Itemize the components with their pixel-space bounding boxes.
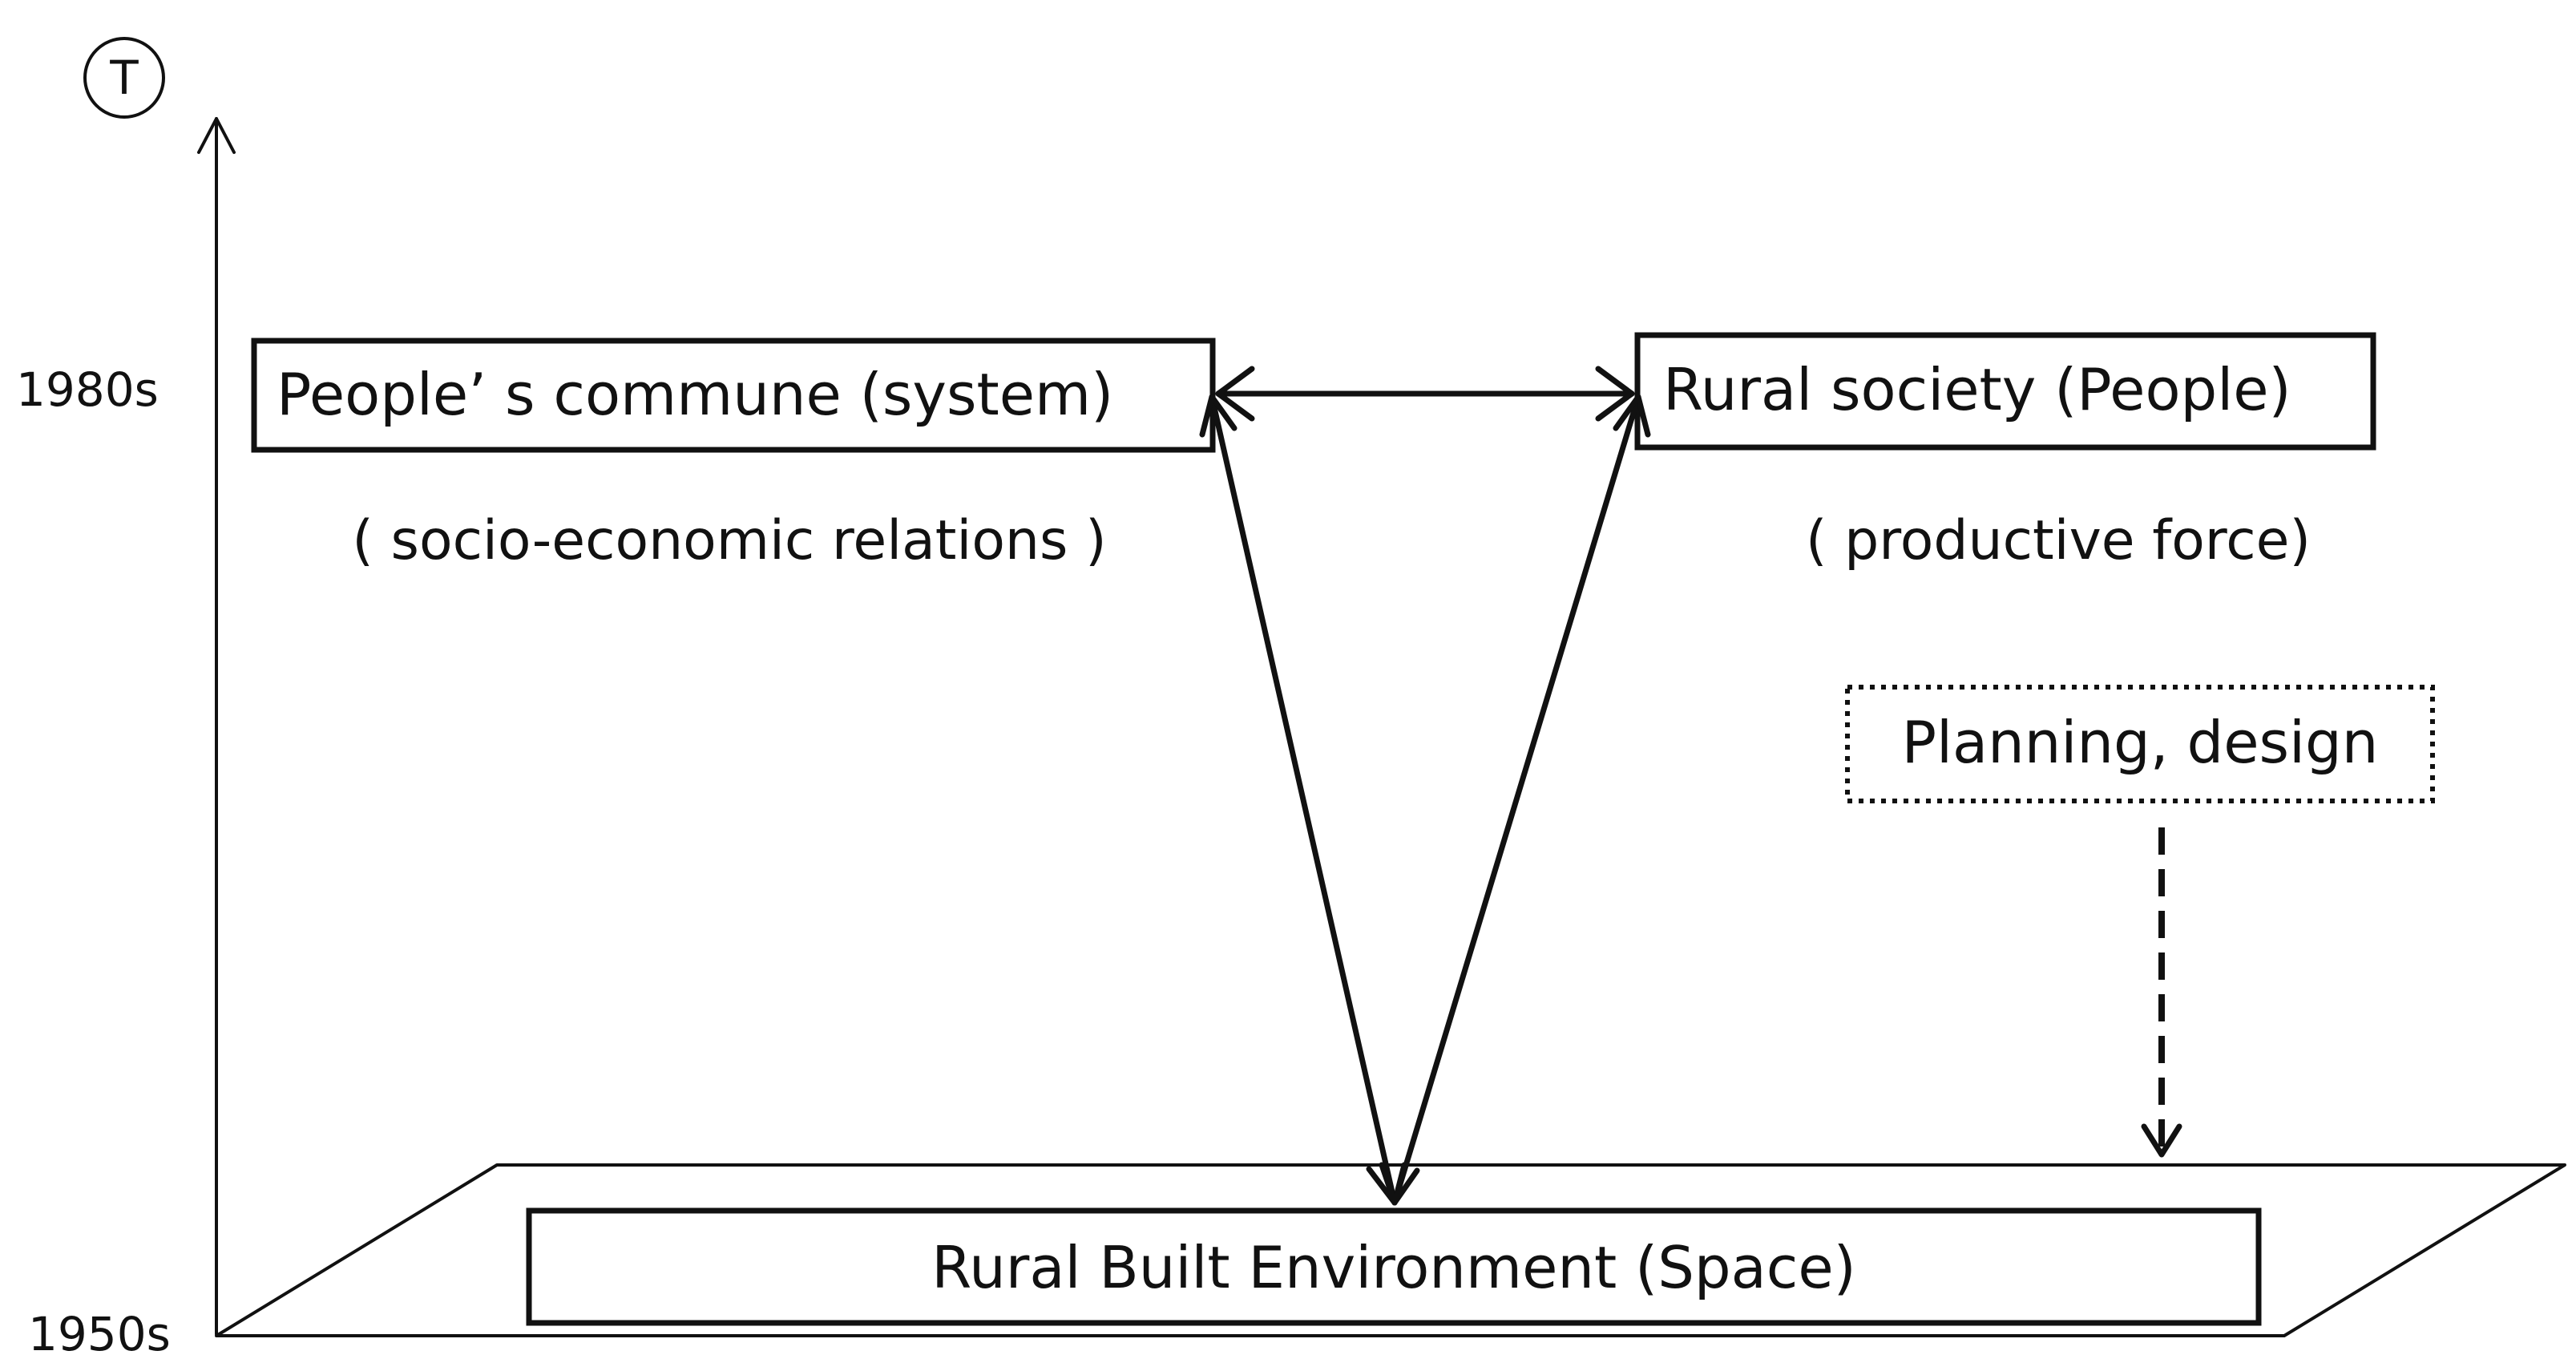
planning-arrowhead: [2141, 1123, 2182, 1158]
commune-label: People’ s commune (system): [277, 361, 1113, 428]
society-environment-arrow: [1379, 394, 1651, 1206]
society-box: [1634, 332, 2376, 451]
environment-label: Rural Built Environment (Space): [931, 1234, 1855, 1301]
environment-box: [526, 1207, 2262, 1326]
society-sublabel: ( productive force): [1806, 509, 2311, 572]
planning-box: [1845, 685, 2435, 803]
commune-box: [251, 338, 1216, 453]
ground-plane: [215, 1163, 2566, 1337]
commune-environment-top-arrowhead: [1199, 394, 1238, 438]
time-axis-symbol: T: [109, 51, 139, 105]
commune-environment-line: [1209, 394, 1398, 1206]
society-label: Rural society (People): [1663, 356, 2291, 423]
time-axis-end-label: 1980s: [16, 362, 159, 417]
environment-node: Rural Built Environment (Space): [526, 1207, 2262, 1326]
planning-label: Planning, design: [1902, 709, 2379, 776]
planning-influence-arrow: [2141, 827, 2182, 1158]
commune-environment-arrow: [1199, 394, 1407, 1206]
planning-node: Planning, design: [1845, 685, 2435, 803]
time-axis-start-label: 1950s: [28, 1307, 171, 1361]
commune-sublabel: ( socio-economic relations ): [352, 509, 1106, 572]
time-axis: T 1980s 1950s: [16, 37, 236, 1361]
time-axis-arrowhead: [197, 117, 236, 154]
society-environment-top-arrowhead: [1613, 394, 1651, 438]
commune-node: People’ s commune (system) ( socio-econo…: [251, 338, 1216, 572]
society-node: Rural society (People) ( productive forc…: [1634, 332, 2376, 572]
society-side-arrowhead: [1595, 366, 1635, 422]
commune-side-arrowhead: [1215, 366, 1255, 422]
commune-society-arrow: [1215, 366, 1635, 422]
society-environment-bottom-arrowhead: [1379, 1162, 1420, 1206]
time-axis-symbol-circle: [83, 37, 165, 119]
society-environment-line: [1391, 394, 1641, 1206]
